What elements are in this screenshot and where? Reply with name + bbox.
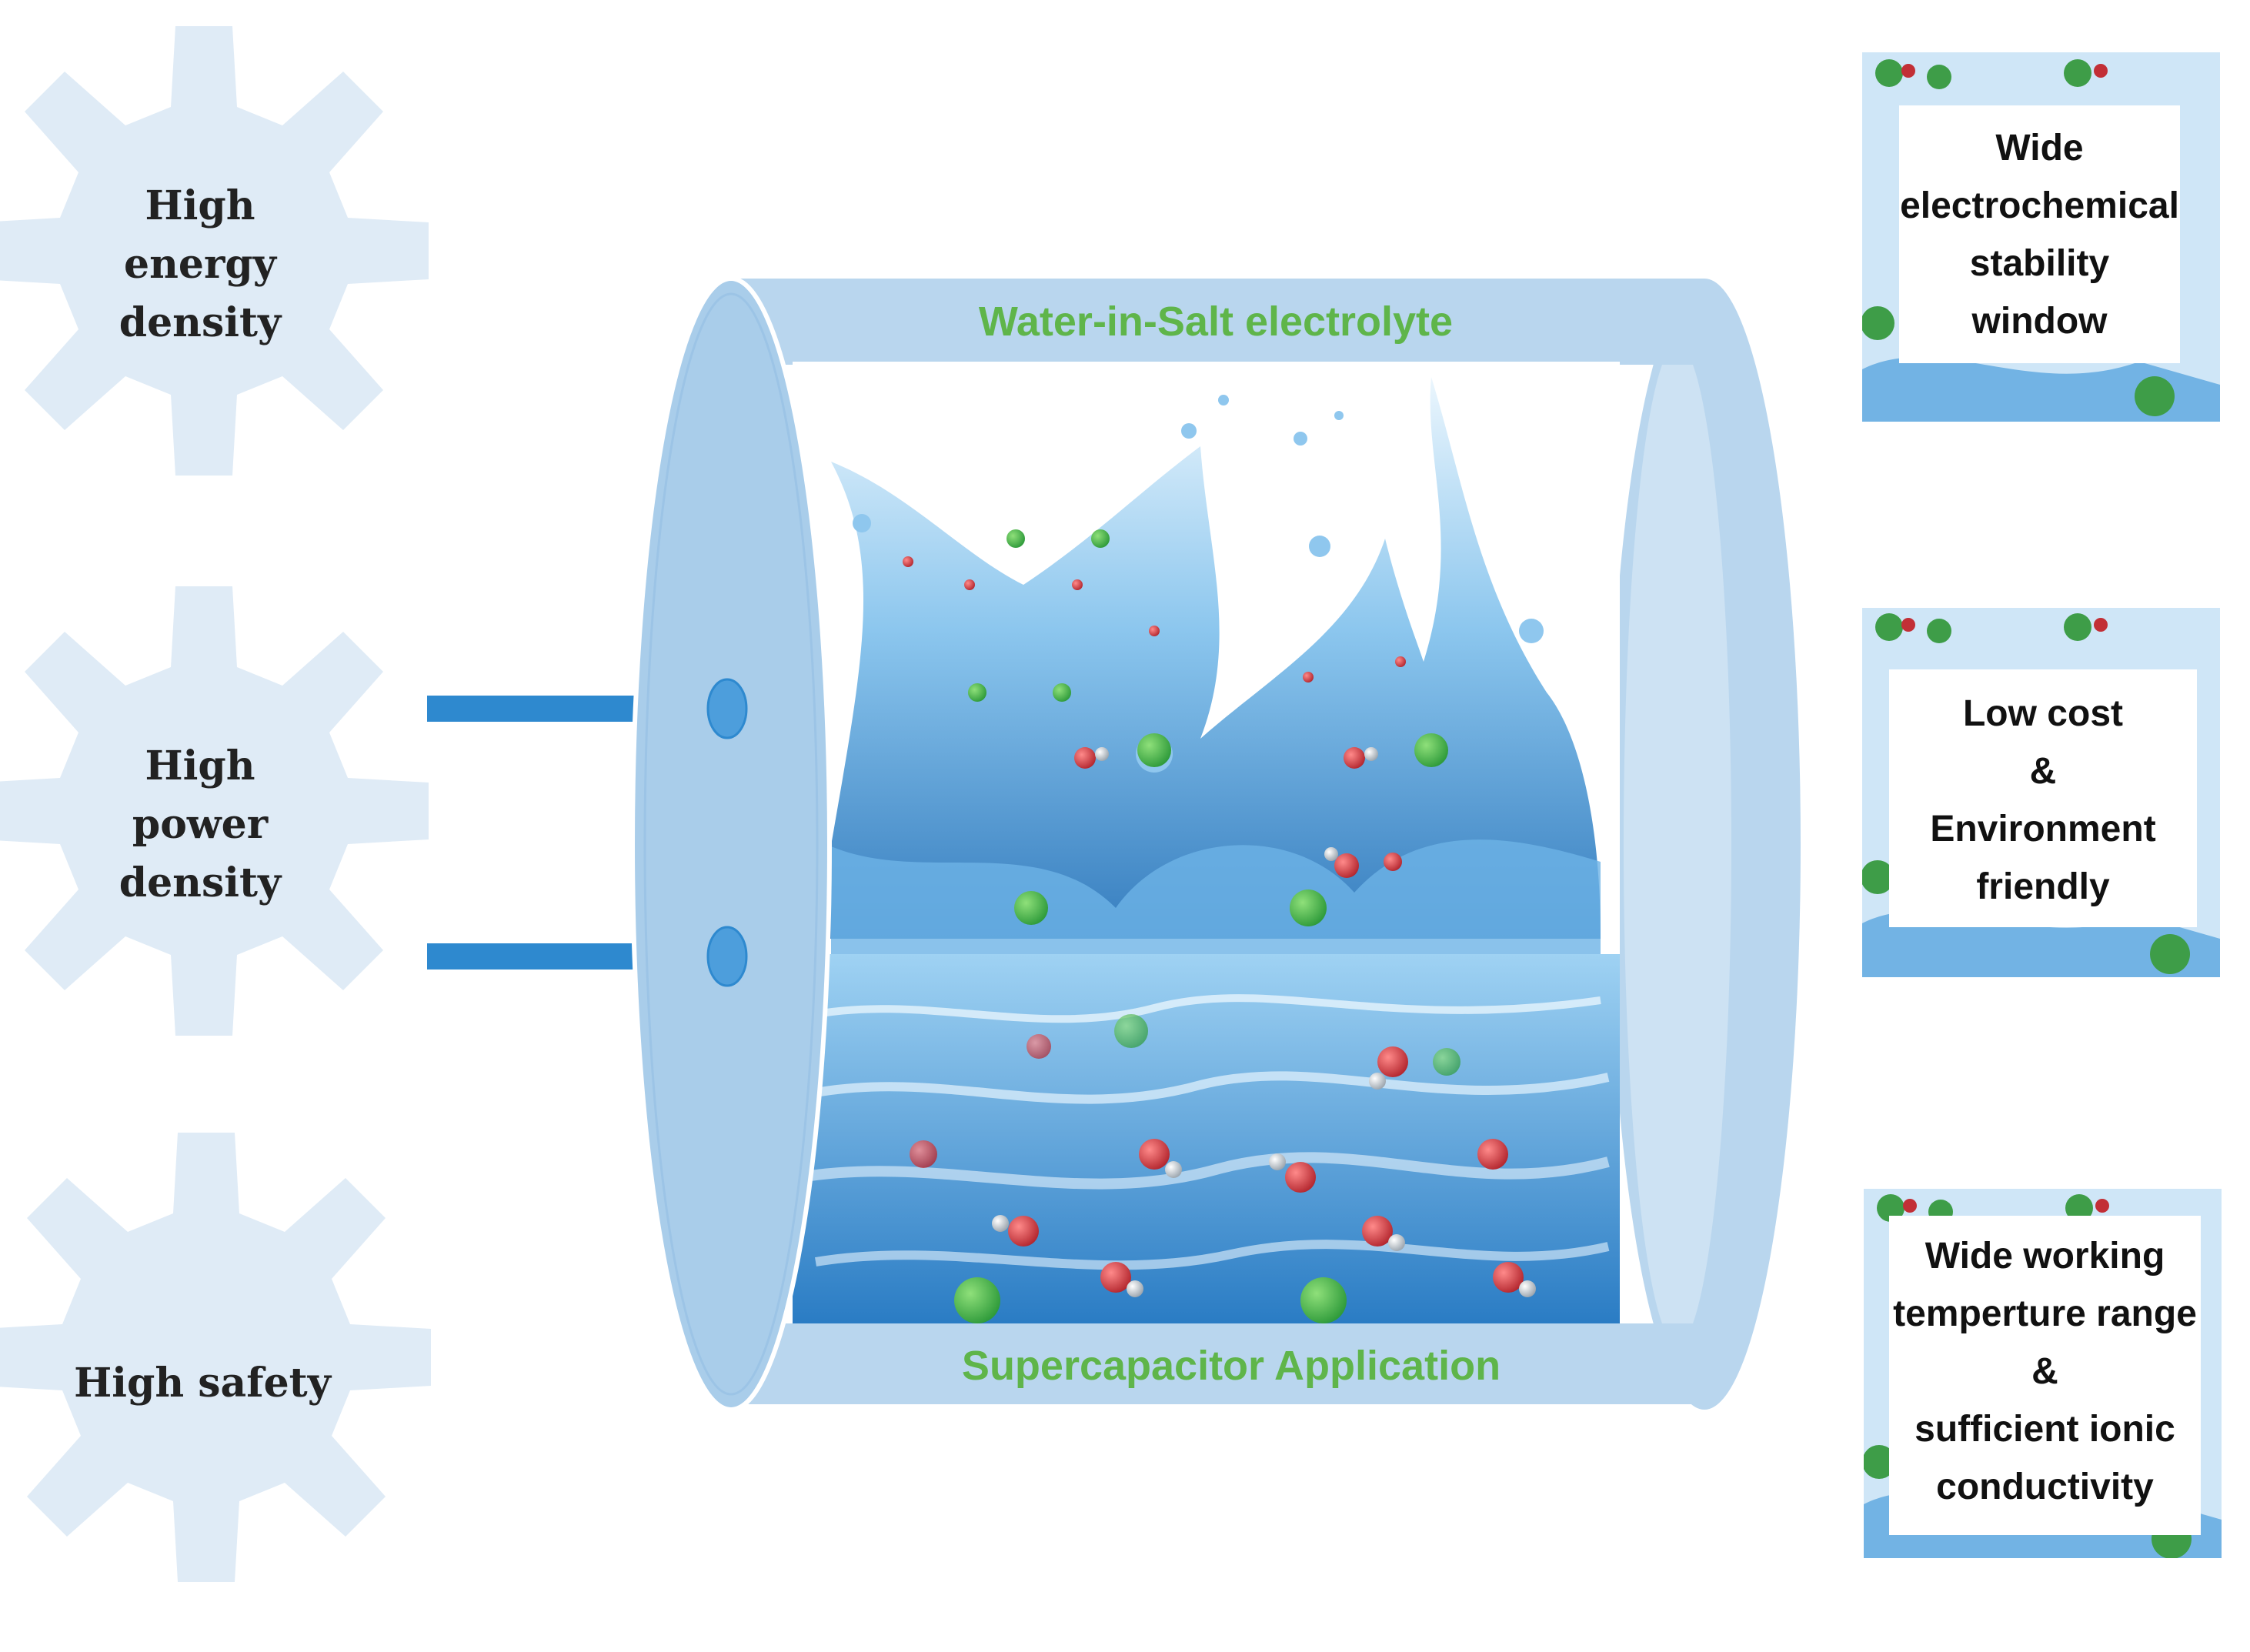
card-line: conductivity (1936, 1467, 2154, 1507)
terminal-bottom (706, 926, 748, 987)
card-line: & (2029, 751, 2057, 792)
water-splash-illustration (793, 362, 1620, 1323)
card-line: window (1971, 301, 2108, 342)
gear-group (0, 26, 431, 1582)
card-text-stability: Wide electrochemical stability window (1899, 119, 2180, 350)
card-line: friendly (1976, 866, 2110, 907)
cylinder-bottom-label: Supercapacitor Application (961, 1343, 1501, 1389)
terminal-top (706, 678, 748, 739)
card-line: Environment (1930, 809, 2156, 849)
card-panel (1899, 105, 2180, 363)
card-panel (1889, 1216, 2201, 1535)
gear-icon (0, 586, 429, 1036)
cylinder-bottom-band (731, 1323, 1704, 1404)
card-line: sufficient ionic (1915, 1409, 2175, 1450)
gear-label-power: High power density (119, 743, 282, 906)
cylinder-left-end (630, 276, 832, 1412)
card-line: & (2031, 1351, 2058, 1392)
card-line: Low cost (1962, 693, 2123, 734)
card-text-temperature: Wide working temperture range & sufficie… (1889, 1227, 2201, 1516)
cylinder (427, 276, 1801, 1412)
card-line: stability (1969, 243, 2110, 284)
cylinder-top-band (731, 279, 1704, 365)
gear-icon (0, 26, 429, 476)
card-text-cost: Low cost & Environment friendly (1889, 685, 2197, 916)
card-backgrounds (1862, 52, 2222, 1558)
card-line: electrochemical (1900, 185, 2179, 226)
gear-icon (0, 1133, 431, 1582)
gear-label-energy: High energy density (119, 182, 282, 346)
card-line: Wide working (1925, 1236, 2165, 1277)
card-line: temperture range (1893, 1293, 2197, 1334)
gear-label-safety: High safety (74, 1360, 331, 1407)
cylinder-top-label: Water-in-Salt electrolyte (978, 299, 1454, 345)
card-panel (1889, 669, 2197, 927)
card-line: Wide (1995, 128, 2084, 169)
